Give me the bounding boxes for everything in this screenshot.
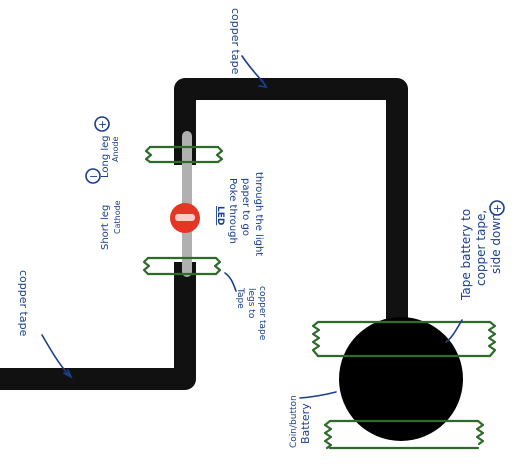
arrowhead-copper-top <box>258 79 268 89</box>
coin-line1: Coin/button <box>289 395 299 448</box>
led-tape-strip-top <box>144 145 224 164</box>
long-leg-text: Long leg <box>100 135 111 178</box>
label-poke-through: Poke through paper to go through the lig… <box>227 172 264 256</box>
poke-line3: through the light <box>253 172 264 256</box>
label-anode: Anode <box>111 136 120 162</box>
battery-tape-line2: copper tape, <box>474 210 488 286</box>
pointer-tape-legs <box>224 272 237 292</box>
copper-tape-top-text: copper tape <box>229 8 242 75</box>
tape-legs-line1: Tape <box>235 287 245 309</box>
pointer-coin-battery <box>299 391 337 399</box>
pointer-battery-tape <box>445 319 463 343</box>
plus-badge-led: + <box>94 116 110 132</box>
poke-line1: Poke through <box>227 178 238 244</box>
battery-tape-line1: Tape battery to <box>459 209 473 301</box>
led-tape-strip-bottom <box>142 256 222 276</box>
label-coin-battery: Coin/button Battery <box>289 395 312 448</box>
minus-sign-led: − <box>89 170 98 183</box>
label-copper-tape-left: copper tape <box>17 270 30 337</box>
label-copper-tape-top: copper tape <box>229 8 242 75</box>
plus-sign-battery: + <box>493 202 502 215</box>
plus-badge-battery: + <box>489 200 505 216</box>
copper-tape-left-text: copper tape <box>17 270 30 337</box>
battery-tape-line3: side down <box>489 213 503 274</box>
short-leg-text: Short leg <box>100 205 111 250</box>
label-led: LED <box>215 206 225 225</box>
label-short-leg: Short leg <box>100 205 111 250</box>
led-text: LED <box>215 206 225 225</box>
label-tape-battery: Tape battery to copper tape, side down <box>459 209 503 301</box>
tape-legs-line3: copper tape <box>257 286 267 341</box>
arrowhead-copper-left <box>63 369 73 379</box>
cathode-text: Cathode <box>113 200 122 234</box>
label-tape-legs: Tape legs to copper tape <box>235 286 267 341</box>
battery-tape-strip-bottom <box>323 419 485 450</box>
poke-line2: paper to go <box>240 178 251 236</box>
pointer-copper-left <box>41 334 71 377</box>
tape-legs-line2: legs to <box>246 288 256 319</box>
plus-sign-led: + <box>98 118 107 131</box>
coin-line2: Battery <box>299 403 312 444</box>
minus-badge-led: − <box>85 168 101 184</box>
coin-battery <box>339 317 463 441</box>
anode-text: Anode <box>111 136 120 162</box>
led-highlight <box>175 214 195 221</box>
copper-tape-path <box>0 78 408 390</box>
label-cathode: Cathode <box>113 200 122 234</box>
label-long-leg: Long leg <box>100 135 111 178</box>
